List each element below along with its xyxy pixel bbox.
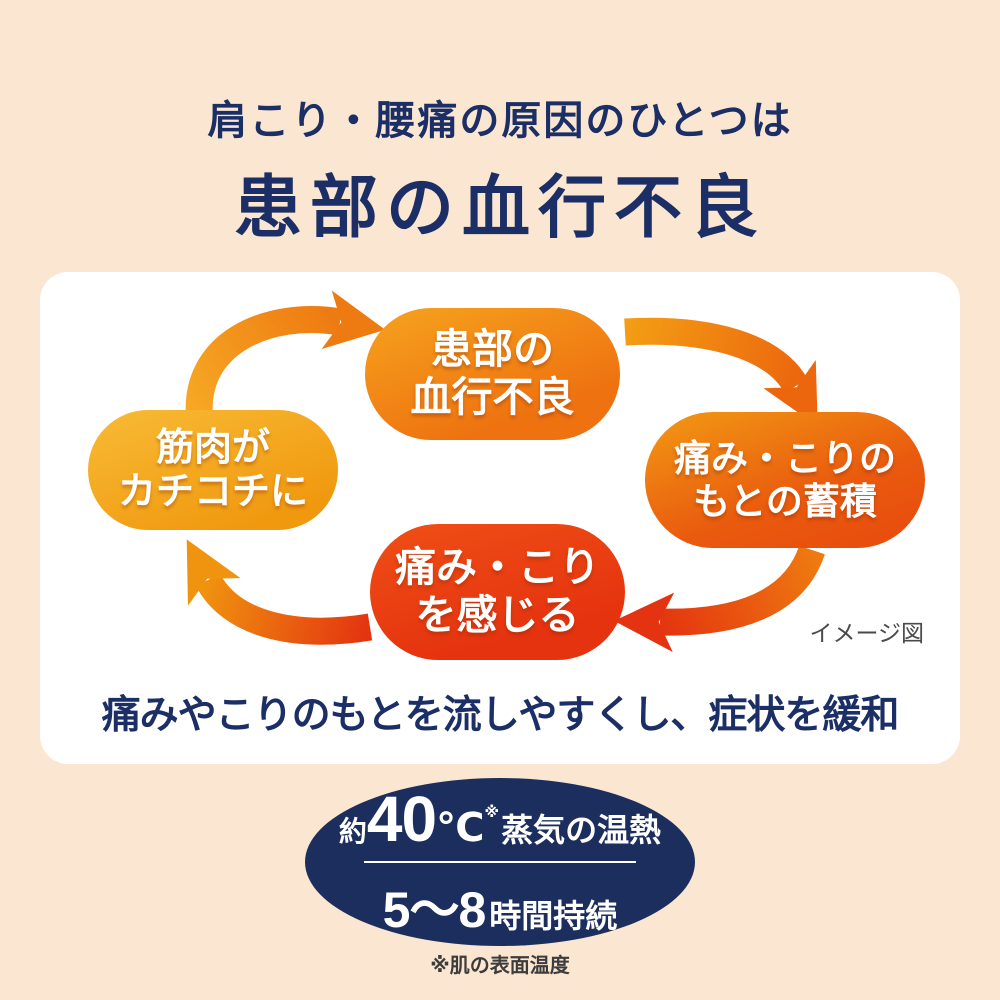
badge-duration-line: 5～8 時間持続 xyxy=(383,870,618,942)
badge-duration-value: 5～8 xyxy=(382,882,487,938)
pill-text-line: 血行不良 xyxy=(410,374,575,420)
pill-feel-pain: 痛み・こり を感じる xyxy=(370,524,625,660)
arrow-right-to-bottom xyxy=(614,545,825,653)
badge-divider xyxy=(364,861,636,863)
cycle-diagram-card: 患部の 血行不良 痛み・こりの もとの蓄積 痛み・こり を感じる 筋肉が カチコ… xyxy=(40,272,960,764)
arrow-top-to-right xyxy=(624,317,818,427)
pill-pain-accumulation: 痛み・こりの もとの蓄積 xyxy=(645,412,925,548)
pill-text-line: 痛み・こりの xyxy=(674,437,896,479)
badge-approx-label: 約 xyxy=(338,816,367,847)
badge-temperature-line: 約 40 ℃ ※ 蒸気の温熱 xyxy=(339,782,661,856)
pill-text-line: カチコチに xyxy=(117,471,308,513)
diagram-summary: 痛みやこりのもとを流しやすくし、症状を緩和 xyxy=(101,694,900,737)
badge-duration-label: 時間持続 xyxy=(489,898,618,934)
page-title: 患部の血行不良 xyxy=(233,170,766,246)
pill-text-line: を感じる xyxy=(415,592,580,638)
badge-steam-label: 蒸気の温熱 xyxy=(501,812,662,848)
badge-unit: ℃ xyxy=(436,806,485,850)
skin-temperature-footnote: ※肌の表面温度 xyxy=(430,955,570,977)
pill-text-line: 患部の xyxy=(431,326,554,373)
pill-poor-circulation: 患部の 血行不良 xyxy=(365,308,620,440)
badge-note-mark: ※ xyxy=(484,804,500,821)
steam-heat-badge: 約 40 ℃ ※ 蒸気の温熱 5～8 時間持続 xyxy=(305,778,695,946)
arrow-bottom-to-left xyxy=(186,539,373,645)
badge-temperature-value: 40 xyxy=(366,783,437,855)
header-subtitle: 肩こり・腰痛の原因のひとつは xyxy=(207,99,793,143)
diagram-caption: イメージ図 xyxy=(809,620,924,646)
cycle-arrows-graphic xyxy=(185,290,825,653)
pill-stiff-muscles: 筋肉が カチコチに xyxy=(88,410,338,530)
pill-text-line: 筋肉が xyxy=(155,426,270,469)
arrow-left-to-top xyxy=(185,290,386,424)
pill-text-line: もとの蓄積 xyxy=(693,481,877,522)
pill-text-line: 痛み・こり xyxy=(395,544,600,591)
